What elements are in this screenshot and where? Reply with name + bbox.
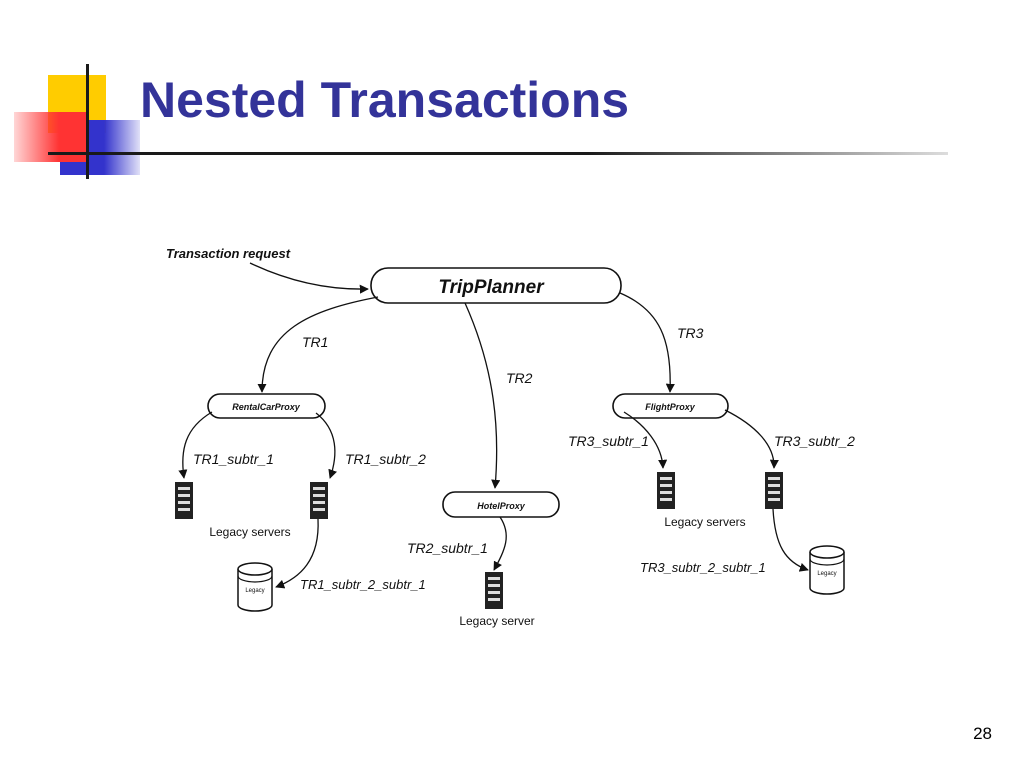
edge-label-tr3: TR3: [677, 325, 704, 341]
flightproxy-node: FlightProxy: [612, 393, 729, 419]
edge-label-tr3-subtr-2: TR3_subtr_2: [774, 433, 855, 449]
page-number: 28: [973, 724, 992, 743]
tripplanner-node: TripPlanner: [370, 267, 622, 304]
edge-label-tr1-subtr-2-subtr-1: TR1_subtr_2_subtr_1: [300, 577, 426, 592]
tripplanner-label: TripPlanner: [438, 277, 545, 298]
transaction-request-arrow: [249, 262, 369, 294]
server-icon: [485, 572, 503, 609]
transaction-request-label: Transaction request: [166, 246, 291, 261]
edge-label-tr2: TR2: [506, 370, 533, 386]
edge-tr1: [257, 296, 379, 393]
edge-label-tr1-subtr-1: TR1_subtr_1: [193, 451, 274, 467]
edge-label-tr1: TR1: [302, 334, 328, 350]
server-icon: [765, 472, 783, 509]
deco-vertical-line: [86, 64, 89, 179]
rentalcarproxy-label: RentalCarProxy: [232, 402, 301, 412]
legacy-servers-label-left: Legacy servers: [209, 525, 290, 539]
edge-tr1-subtr-1: [178, 411, 213, 479]
flightproxy-label: FlightProxy: [645, 402, 695, 412]
server-icon: [310, 482, 328, 519]
edge-label-tr3-subtr-2-subtr-1: TR3_subtr_2_subtr_1: [640, 560, 766, 575]
database-label: Legacy: [245, 588, 264, 594]
database-label: Legacy: [817, 571, 836, 577]
edge-label-tr3-subtr-1: TR3_subtr_1: [568, 433, 649, 449]
slide-title: Nested Transactions: [140, 72, 630, 128]
legacy-servers-label-right: Legacy servers: [664, 515, 745, 529]
edge-tr3-subtr-1: [623, 411, 668, 469]
hotelproxy-label: HotelProxy: [477, 501, 526, 511]
edge-tr3-subtr-2: [724, 409, 779, 469]
rentalcarproxy-node: RentalCarProxy: [207, 393, 326, 419]
edge-tr1-subtr-2-subtr-1: [275, 518, 319, 589]
title-divider: [48, 152, 948, 155]
edge-label-tr1-subtr-2: TR1_subtr_2: [345, 451, 426, 467]
edge-tr2: [464, 302, 501, 489]
edge-tr1-subtr-2: [315, 412, 337, 479]
edge-label-tr2-subtr-1: TR2_subtr_1: [407, 540, 488, 556]
edge-tr2-subtr-1: [493, 516, 507, 571]
database-icon: Legacy: [809, 545, 845, 595]
legacy-server-label-middle: Legacy server: [459, 614, 534, 628]
edge-tr3: [619, 292, 675, 393]
server-icon: [657, 472, 675, 509]
edge-tr3-subtr-2-subtr-1: [772, 508, 809, 572]
database-icon: Legacy: [237, 562, 273, 612]
server-icon: [175, 482, 193, 519]
hotelproxy-node: HotelProxy: [442, 491, 560, 518]
